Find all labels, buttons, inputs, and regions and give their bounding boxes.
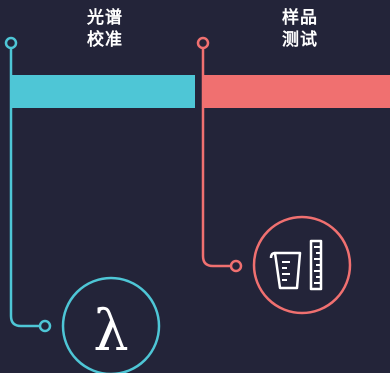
step-label-sample-test-line1: 样品 — [282, 8, 318, 28]
lambda-icon: λ — [61, 276, 161, 373]
connector-calibration — [4, 36, 52, 333]
step-label-calibration: 光谱 校准 — [70, 7, 140, 51]
step-label-sample-test-line2: 测试 — [282, 30, 318, 50]
connector-sample-test — [196, 36, 243, 273]
step-label-sample-test: 样品 测试 — [265, 7, 335, 51]
timeline-bar-sample-test — [202, 75, 390, 108]
beaker-ruler-icon — [252, 215, 352, 315]
timeline-bar-calibration — [10, 75, 195, 108]
lambda-glyph: λ — [93, 299, 129, 364]
step-label-calibration-line1: 光谱 — [87, 8, 123, 28]
step-label-calibration-line2: 校准 — [87, 30, 123, 50]
